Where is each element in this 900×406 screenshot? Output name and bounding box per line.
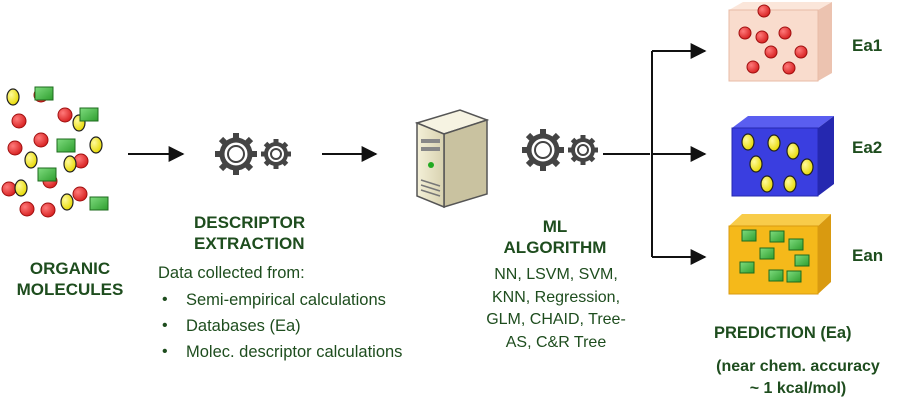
list-item: NN, LSVM, SVM, (494, 266, 618, 283)
server-icon (414, 109, 490, 209)
descriptor-source-list: Semi-empirical calculations Databases (E… (160, 287, 460, 365)
green-molecules (34, 86, 109, 211)
descriptor-title-line2: EXTRACTION (194, 234, 305, 253)
cube-icon (731, 116, 834, 197)
descriptor-intro: Data collected from: (158, 264, 305, 282)
organic-label-line2: MOLECULES (16, 280, 124, 299)
ml-title-line2: ALGORITHM (503, 238, 607, 257)
prediction-note-line1: (near chem. accuracy (716, 358, 880, 375)
yellow-molecules (6, 88, 103, 211)
ml-title-line1: ML (542, 217, 568, 236)
list-item: Databases (Ea) (160, 313, 460, 339)
descriptor-extraction-title: DESCRIPTOR EXTRACTION (194, 212, 354, 254)
gears-icon (522, 129, 598, 171)
ml-algorithm-list: NN, LSVM, SVM, KNN, Regression, GLM, CHA… (468, 264, 644, 354)
output-label-ea1: Ea1 (852, 36, 883, 55)
list-item: AS, C&R Tree (505, 333, 607, 351)
ml-algorithm-title: ML ALGORITHM (480, 216, 630, 258)
organic-molecules-label: ORGANIC MOLECULES (10, 258, 130, 300)
output-label-ean: Ean (852, 246, 884, 265)
list-item: Molec. descriptor calculations (160, 339, 460, 365)
prediction-title: PREDICTION (Ea) (714, 324, 852, 342)
organic-label-line1: ORGANIC (29, 259, 111, 278)
list-item: KNN, Regression, (491, 288, 621, 306)
molecule-cluster-icon (1, 86, 109, 218)
list-item: Semi-empirical calculations (160, 287, 460, 313)
descriptor-title-line1: DESCRIPTOR (194, 213, 306, 232)
cube-icon (728, 214, 831, 295)
list-item: GLM, CHAID, Tree- (486, 311, 626, 328)
gears-icon (215, 133, 291, 175)
output-label-ea2: Ea2 (852, 138, 883, 157)
cube-icon (728, 2, 832, 82)
prediction-note-line2: ~ 1 kcal/mol) (749, 380, 847, 397)
prediction-note: (near chem. accuracy ~ 1 kcal/mol) (700, 356, 896, 400)
